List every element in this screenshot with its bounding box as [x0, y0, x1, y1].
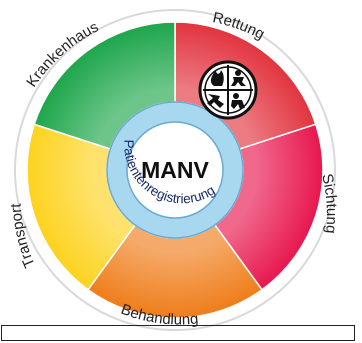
center-title: MANV — [141, 157, 209, 183]
fire-rescue-emblem-icon — [198, 60, 258, 120]
bottom-frame — [1, 325, 355, 341]
segment-label-sichtung: Sichtung — [318, 172, 340, 234]
center-disk — [126, 121, 224, 219]
